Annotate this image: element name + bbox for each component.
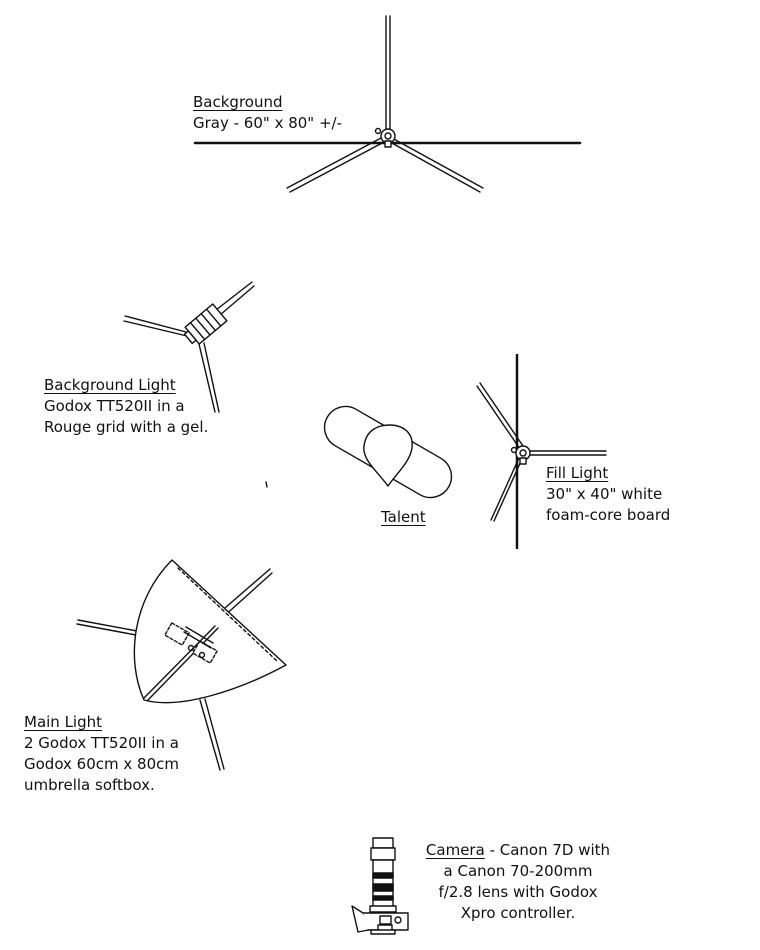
- main-light-line-1: 2 Godox TT520II in a: [24, 734, 179, 752]
- background-light-line-1: Godox TT520II in a: [44, 397, 185, 415]
- main-light-line-2: Godox 60cm x 80cm: [24, 755, 179, 773]
- background-light-line-2: Rouge grid with a gel.: [44, 418, 209, 436]
- camera-heading: Camera: [425, 841, 485, 859]
- camera-label: Camera - Canon 7D with a Canon 70-200mm …: [408, 840, 628, 924]
- camera-icon: [351, 837, 409, 935]
- background-light-heading: Background Light: [44, 376, 176, 394]
- main-light-heading: Main Light: [24, 713, 103, 731]
- background-detail: Gray - 60" x 80" +/-: [193, 114, 342, 132]
- main-light-label: Main Light 2 Godox TT520II in a Godox 60…: [24, 712, 179, 796]
- fill-light-heading: Fill Light: [546, 464, 609, 482]
- talent-heading: Talent: [381, 508, 426, 526]
- camera-line-3: Xpro controller.: [460, 904, 576, 922]
- background-heading: Background: [193, 93, 283, 111]
- background-light-icon: [123, 281, 255, 413]
- talent-label: Talent: [381, 507, 426, 528]
- camera-line-1: a Canon 70-200mm: [443, 862, 593, 880]
- background-light-label: Background Light Godox TT520II in a Roug…: [44, 375, 208, 438]
- main-light-softbox-icon: [76, 559, 287, 771]
- camera-line-2: f/2.8 lens with Godox: [438, 883, 598, 901]
- background-label: Background Gray - 60" x 80" +/-: [193, 92, 342, 134]
- talent-icon: [323, 405, 453, 499]
- small-mark: [265, 481, 268, 488]
- fill-light-board-icon: [476, 353, 607, 550]
- main-light-line-3: umbrella softbox.: [24, 776, 155, 794]
- background-stand-icon: [193, 15, 582, 193]
- fill-light-line-1: 30" x 40" white: [546, 485, 663, 503]
- fill-light-line-2: foam-core board: [546, 506, 671, 524]
- fill-light-label: Fill Light 30" x 40" white foam-core boa…: [546, 463, 670, 526]
- camera-heading-suffix: - Canon 7D with: [484, 841, 611, 859]
